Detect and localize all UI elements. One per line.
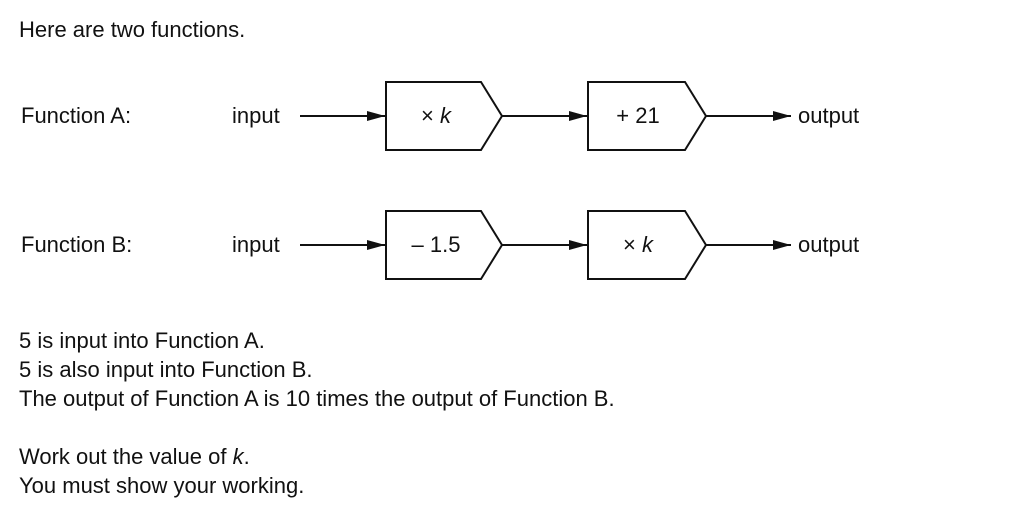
function-a-input-label: input xyxy=(232,103,280,128)
statement-line: 5 is also input into Function B. xyxy=(19,357,313,382)
times-sign: × xyxy=(623,232,636,257)
task-line-1: Work out the value of k. xyxy=(19,442,304,471)
function-b-step1-text: – 1.5 xyxy=(411,232,461,257)
task-line-1-prefix: Work out the value of xyxy=(19,444,233,469)
function-b-flow xyxy=(300,210,791,280)
function-b-input-label: input xyxy=(232,232,280,257)
function-b-box-1 xyxy=(385,210,504,280)
k-variable: k xyxy=(232,444,244,469)
function-a-box-2 xyxy=(587,81,708,151)
statements: 5 is input into Function A. 5 is also in… xyxy=(19,326,615,413)
k-variable: k xyxy=(439,103,451,128)
task-line-1-suffix: . xyxy=(243,444,250,469)
function-a-box-1 xyxy=(385,81,504,151)
function-a-flow xyxy=(300,81,791,151)
function-a-step1-text: × k xyxy=(421,105,451,127)
k-variable: k xyxy=(641,232,653,257)
function-b-label: Function B: xyxy=(21,232,133,257)
function-a-step2-text: + 21 xyxy=(616,103,660,128)
function-a-label: Function A: xyxy=(21,103,132,128)
function-b-box-2 xyxy=(587,210,708,280)
statement-line: The output of Function A is 10 times the… xyxy=(19,386,615,411)
times-sign: × xyxy=(421,103,434,128)
intro-text: Here are two functions. xyxy=(19,17,246,42)
function-b-output-label: output xyxy=(798,232,860,257)
statement-line: 5 is input into Function A. xyxy=(19,328,265,353)
task: Work out the value of k. You must show y… xyxy=(19,442,304,500)
task-line-2: You must show your working. xyxy=(19,473,305,498)
function-b-step2-text: × k xyxy=(623,234,653,256)
function-a-output-label: output xyxy=(798,103,860,128)
